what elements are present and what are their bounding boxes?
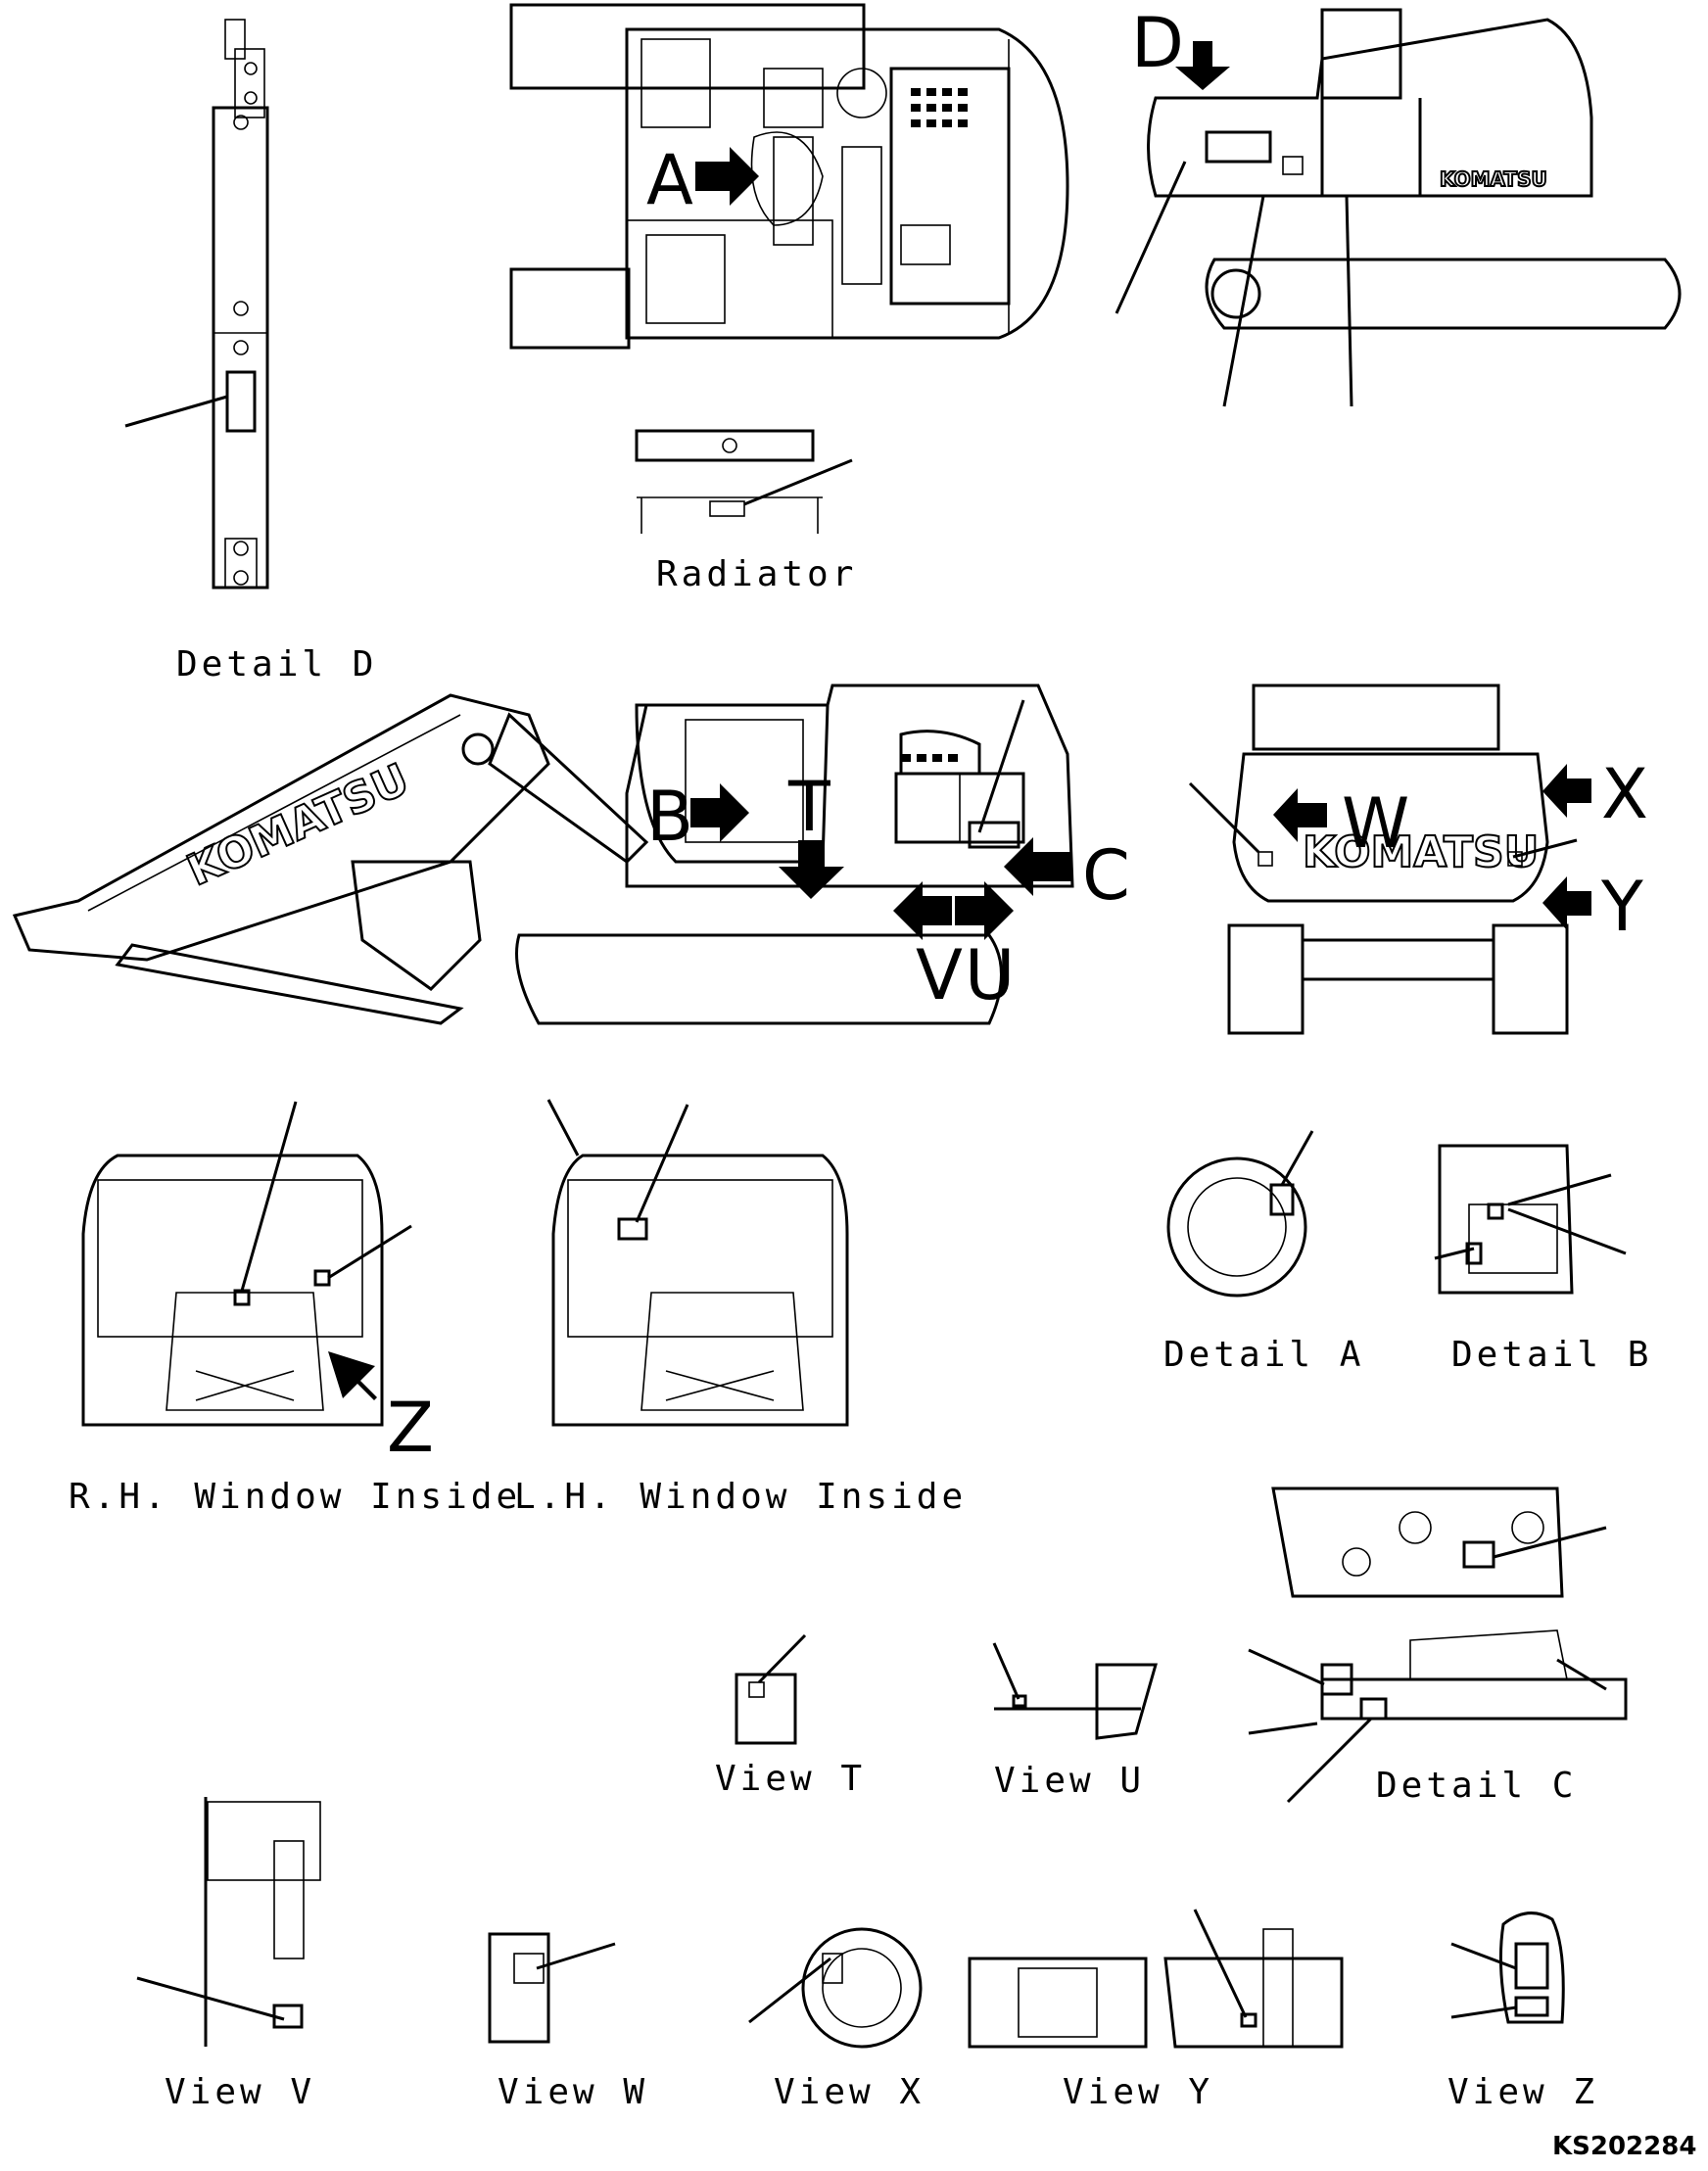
top-view-drawing xyxy=(509,3,1069,350)
arrow-u-icon xyxy=(955,881,1014,940)
side-view-drawing: KOMATSU xyxy=(1115,8,1682,407)
marker-a: A xyxy=(646,140,693,220)
caption-view-v: View V xyxy=(165,2072,315,2112)
main-excavator-drawing: KOMATSU xyxy=(12,684,1074,1025)
caption-detail-a: Detail A xyxy=(1163,1335,1364,1375)
marker-y: Y xyxy=(1600,867,1643,947)
detail-d-drawing xyxy=(124,19,269,590)
caption-detail-c: Detail C xyxy=(1376,1766,1577,1806)
marker-z: Z xyxy=(387,1388,434,1468)
arrow-w-icon xyxy=(1273,788,1327,842)
caption-view-z: View Z xyxy=(1447,2072,1598,2112)
caption-rh-window: R.H. Window Inside xyxy=(69,1477,521,1517)
drawing-code: KS202284 xyxy=(1552,2132,1696,2161)
radiator-drawing xyxy=(635,429,853,534)
marker-t: T xyxy=(787,767,830,847)
view-u-drawing xyxy=(992,1642,1158,1740)
detail-a-drawing xyxy=(1166,1130,1314,1298)
view-markers: A B C D T U V W X Y Z xyxy=(387,3,1648,1468)
view-y-drawing xyxy=(968,1909,1344,2049)
arrow-z-icon xyxy=(328,1351,377,1400)
rear-view-drawing: KOMATSU xyxy=(1188,684,1578,1035)
detail-c-drawing xyxy=(1248,1487,1628,1804)
arrow-x-icon xyxy=(1542,764,1591,818)
arrow-t-icon xyxy=(779,840,844,899)
view-w-drawing xyxy=(488,1932,616,2044)
marker-v: V xyxy=(916,935,963,1015)
marker-b: B xyxy=(646,777,693,857)
caption-detail-d: Detail D xyxy=(176,644,377,684)
caption-view-t: View T xyxy=(715,1759,866,1799)
caption-view-x: View X xyxy=(774,2072,925,2112)
captions: Detail D Radiator Detail A Detail B R.H.… xyxy=(69,554,1696,2161)
view-t-drawing xyxy=(735,1633,807,1745)
caption-view-w: View W xyxy=(498,2072,648,2112)
brand-logo-2: KOMATSU xyxy=(1303,827,1539,877)
caption-radiator: Radiator xyxy=(656,554,857,594)
marker-d: D xyxy=(1131,3,1184,83)
detail-b-drawing xyxy=(1434,1144,1627,1295)
caption-view-y: View Y xyxy=(1063,2072,1213,2112)
arrow-b-icon xyxy=(690,783,749,842)
marker-u: U xyxy=(965,935,1015,1015)
view-arrows xyxy=(328,41,1591,1400)
view-x-drawing xyxy=(748,1927,923,2049)
rh-window-drawing xyxy=(81,1101,412,1427)
marker-x: X xyxy=(1601,754,1648,834)
marker-w: W xyxy=(1342,783,1409,864)
arrow-d-icon xyxy=(1175,41,1230,90)
caption-view-u: View U xyxy=(994,1761,1145,1801)
arrow-v-icon xyxy=(893,881,952,940)
brand-logo-0: KOMATSU xyxy=(1440,167,1547,191)
arrow-a-icon xyxy=(695,147,759,206)
arrow-y-icon xyxy=(1542,876,1591,930)
view-z-drawing xyxy=(1450,1911,1565,2024)
view-v-drawing xyxy=(136,1797,321,2047)
caption-detail-b: Detail B xyxy=(1451,1335,1652,1375)
marker-c: C xyxy=(1082,835,1130,916)
arrow-c-icon xyxy=(1004,837,1072,896)
caption-lh-window: L.H. Window Inside xyxy=(514,1477,967,1517)
lh-window-drawing xyxy=(546,1099,849,1427)
